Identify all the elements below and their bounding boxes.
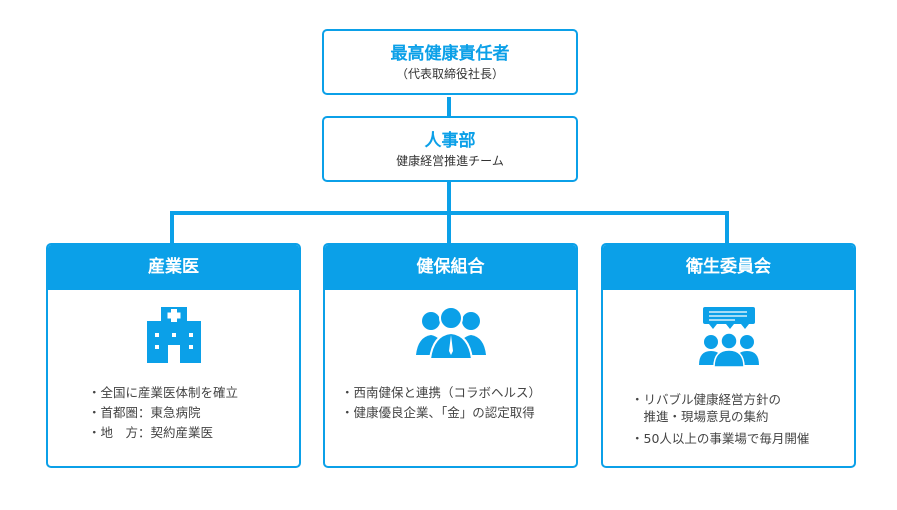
- hospital-icon: [146, 307, 201, 363]
- connector: [170, 211, 174, 245]
- list-item: 西南健保と連携（コラボヘルス）: [341, 383, 542, 403]
- meeting-icon: [698, 307, 759, 367]
- list-item: 推進・現場意見の集約: [643, 409, 769, 424]
- list-item: 地 方：契約産業医: [88, 423, 238, 443]
- hr-title: 人事部: [424, 131, 476, 151]
- hr-subtitle: 健康経営推進チーム: [396, 154, 504, 168]
- connector: [725, 211, 729, 245]
- list-item: 50人以上の事業場で毎月開催: [631, 429, 810, 449]
- chief-subtitle: （代表取締役社長）: [395, 67, 504, 81]
- health-insurance-card: 健保組合 西南健保と連携（コラボヘルス） 健康優良企業、「金」の認定取得: [323, 243, 578, 468]
- card-title: 産業医: [48, 245, 299, 290]
- list-item: 首都圏：東急病院: [88, 403, 238, 423]
- occupational-physician-card: 産業医 全国に産業医体制を確立 首都圏：東急病院 地 方：契約産業医: [46, 243, 301, 468]
- card-title: 健保組合: [325, 245, 576, 290]
- chief-title: 最高健康責任者: [390, 44, 510, 64]
- connector: [447, 182, 451, 215]
- connector: [447, 97, 451, 116]
- connector: [447, 211, 451, 245]
- hr-box: 人事部 健康経営推進チーム: [322, 116, 578, 182]
- list-item: 健康優良企業、「金」の認定取得: [341, 403, 541, 423]
- people-group-icon: [415, 306, 486, 360]
- chief-health-officer-box: 最高健康責任者 （代表取締役社長）: [322, 29, 578, 95]
- list-item: 全国に産業医体制を確立: [88, 383, 239, 403]
- health-committee-card: 衛生委員会 リバブル健康経営方針の 推進・現場意見の集約 50人以上の事業場で毎…: [601, 243, 856, 468]
- card-title: 衛生委員会: [603, 245, 854, 290]
- list-item: リバブル健康経営方針の: [631, 390, 809, 410]
